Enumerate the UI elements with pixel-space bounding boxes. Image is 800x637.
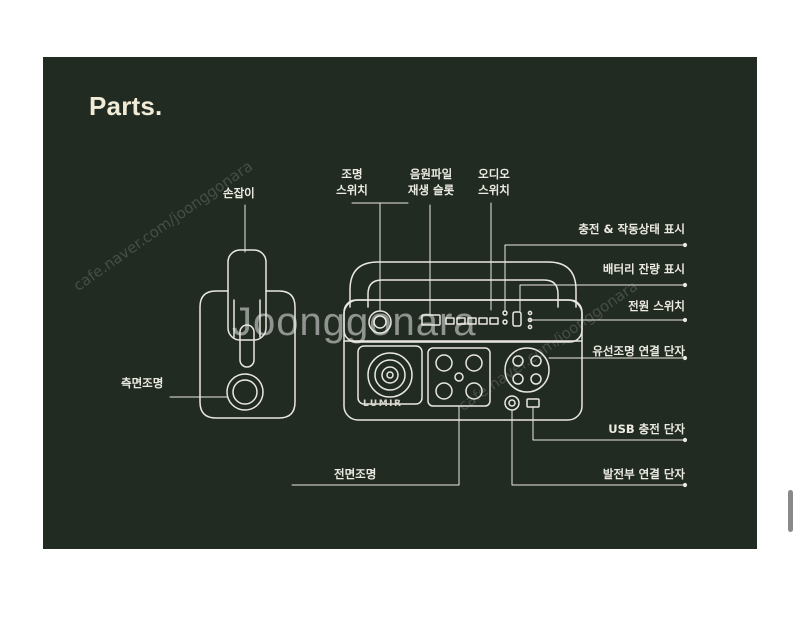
label-battery-level: 배터리 잔량 표시 [602,262,685,276]
scrollbar[interactable] [788,490,793,532]
label-usb-port: USB 충전 단자 [608,422,685,436]
power-button [512,311,522,327]
usb-port [526,398,540,408]
label-charge-status: 충전 & 작동상태 표시 [578,222,685,236]
diagram-panel [43,57,757,549]
label-audio-file: 음원파일 재생 슬롯 [407,167,455,197]
audio-switch-led [502,310,508,316]
watermark-brand: Joonggonara [232,300,477,344]
status-led-3 [527,324,533,330]
side-view [199,249,296,419]
side-handle-strap [233,299,261,338]
light-knob [368,310,392,334]
front-view [343,261,583,421]
wired-light-port [504,347,550,393]
side-light [226,373,264,411]
side-slot [239,324,255,368]
label-side-light: 측면조명 [121,376,164,390]
label-wired-light-port: 유선조명 연결 단자 [592,344,685,358]
device-brand-text: LUMIR [363,399,403,409]
label-handle: 손잡이 [223,186,255,200]
status-led-1 [527,310,533,316]
label-generator-port: 발전부 연결 단자 [602,467,685,481]
label-power-switch: 전원 스위치 [628,299,685,313]
label-light-switch: 조명 스위치 [336,167,368,197]
label-front-light: 전면조명 [334,467,377,481]
audio-slot-display [421,314,441,326]
front-handle [349,261,577,308]
generator-port [504,395,520,411]
leader-lines [169,202,688,488]
page-title: Parts. [89,91,163,121]
side-handle [227,249,267,341]
label-audio-switch: 오디오 스위치 [478,167,510,197]
speaker-grille [357,345,423,405]
side-body [199,290,296,419]
front-body [343,299,583,421]
